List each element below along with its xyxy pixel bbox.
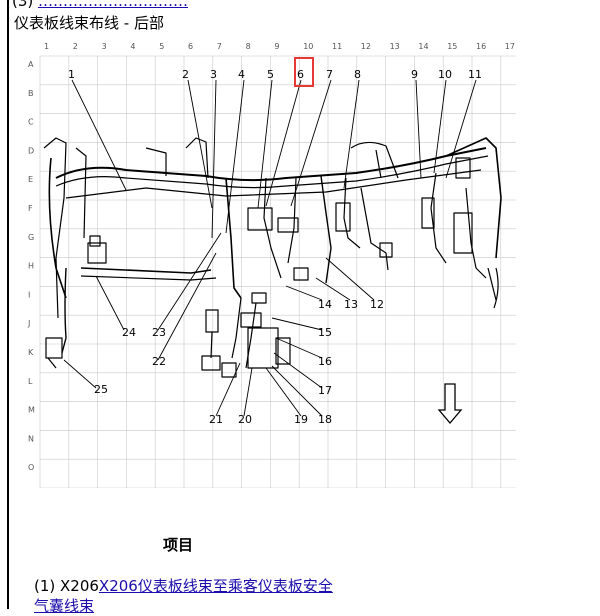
callout-leaders bbox=[63, 79, 477, 417]
callout-label: 5 bbox=[267, 68, 274, 81]
callout-label: 18 bbox=[318, 413, 332, 426]
callout-label: 15 bbox=[318, 326, 332, 339]
callout-label: 17 bbox=[318, 384, 332, 397]
grid-column-label: 1 bbox=[44, 42, 49, 51]
grid-column-label: 14 bbox=[418, 42, 428, 51]
orientation-arrow bbox=[437, 383, 463, 425]
callout-label: 6 bbox=[297, 68, 304, 81]
callout-label: 1 bbox=[68, 68, 75, 81]
item-1-prefix: (1) X206 bbox=[34, 577, 99, 595]
grid-row-label: A bbox=[28, 60, 34, 69]
grid-column-label: 6 bbox=[188, 42, 193, 51]
callout-label: 16 bbox=[318, 355, 332, 368]
callout-label: 2 bbox=[182, 68, 189, 81]
callout-label: 19 bbox=[294, 413, 308, 426]
grid-column-label: 4 bbox=[130, 42, 135, 51]
callout-label: 21 bbox=[209, 413, 223, 426]
grid-row-label: H bbox=[28, 262, 34, 271]
grid-row-label: F bbox=[28, 204, 33, 213]
grid-row-label: B bbox=[28, 89, 34, 98]
grid-row-label: M bbox=[28, 406, 35, 415]
grid-column-label: 11 bbox=[332, 42, 342, 51]
callout-label: 4 bbox=[238, 68, 245, 81]
grid-column-label: 16 bbox=[476, 42, 486, 51]
items-heading: 项目 bbox=[163, 536, 194, 554]
item-row-1: (1) X206X206仪表板线束至乘客仪表板安全气囊线束 bbox=[34, 576, 334, 616]
grid-column-label: 2 bbox=[73, 42, 78, 51]
grid-row-label: J bbox=[27, 319, 30, 328]
grid-column-label: 13 bbox=[390, 42, 400, 51]
callout-label: 7 bbox=[326, 68, 333, 81]
grid-row-label: K bbox=[28, 348, 34, 357]
grid-column-label: 5 bbox=[159, 42, 164, 51]
harness-drawing bbox=[43, 137, 502, 378]
callout-label: 13 bbox=[344, 298, 358, 311]
grid-row-label: D bbox=[28, 146, 34, 155]
grid-column-label: 10 bbox=[303, 42, 313, 51]
left-border-rule bbox=[7, 0, 9, 609]
grid-column-label: 8 bbox=[246, 42, 251, 51]
callout-label: 11 bbox=[468, 68, 482, 81]
grid-column-label: 12 bbox=[361, 42, 371, 51]
highlight-box-6 bbox=[294, 57, 314, 87]
grid-column-label: 3 bbox=[102, 42, 107, 51]
callout-label: 20 bbox=[238, 413, 252, 426]
callout-label: 14 bbox=[318, 298, 332, 311]
callout-label: 22 bbox=[152, 355, 166, 368]
callout-label: 10 bbox=[438, 68, 452, 81]
previous-item-link[interactable]: ………………………… bbox=[38, 0, 189, 10]
grid-row-labels: ABCDEFGHIJKLMNOP bbox=[27, 60, 35, 472]
grid-column-label: 9 bbox=[274, 42, 279, 51]
callout-label: 25 bbox=[94, 383, 108, 396]
callout-label: 3 bbox=[210, 68, 217, 81]
reference-grid bbox=[39, 55, 516, 488]
grid-row-label: I bbox=[28, 290, 30, 299]
grid-row-label: E bbox=[28, 175, 33, 184]
grid-column-label: 15 bbox=[447, 42, 457, 51]
grid-column-label: 17 bbox=[505, 42, 515, 51]
grid-row-label: L bbox=[28, 377, 33, 386]
callout-label: 12 bbox=[370, 298, 384, 311]
grid-row-label: O bbox=[28, 463, 34, 472]
callout-label: 9 bbox=[411, 68, 418, 81]
callout-label: 8 bbox=[354, 68, 361, 81]
grid-row-label: C bbox=[28, 118, 34, 127]
callout-label: 24 bbox=[122, 326, 136, 339]
callout-label: 23 bbox=[152, 326, 166, 339]
section-title: 仪表板线束布线 - 后部 bbox=[14, 14, 164, 32]
previous-item-prefix: (3) bbox=[12, 0, 34, 10]
grid-row-label: G bbox=[28, 233, 34, 242]
grid-column-label: 7 bbox=[217, 42, 222, 51]
previous-item-row: (3) ………………………… bbox=[12, 0, 188, 10]
grid-row-label: N bbox=[28, 434, 34, 443]
